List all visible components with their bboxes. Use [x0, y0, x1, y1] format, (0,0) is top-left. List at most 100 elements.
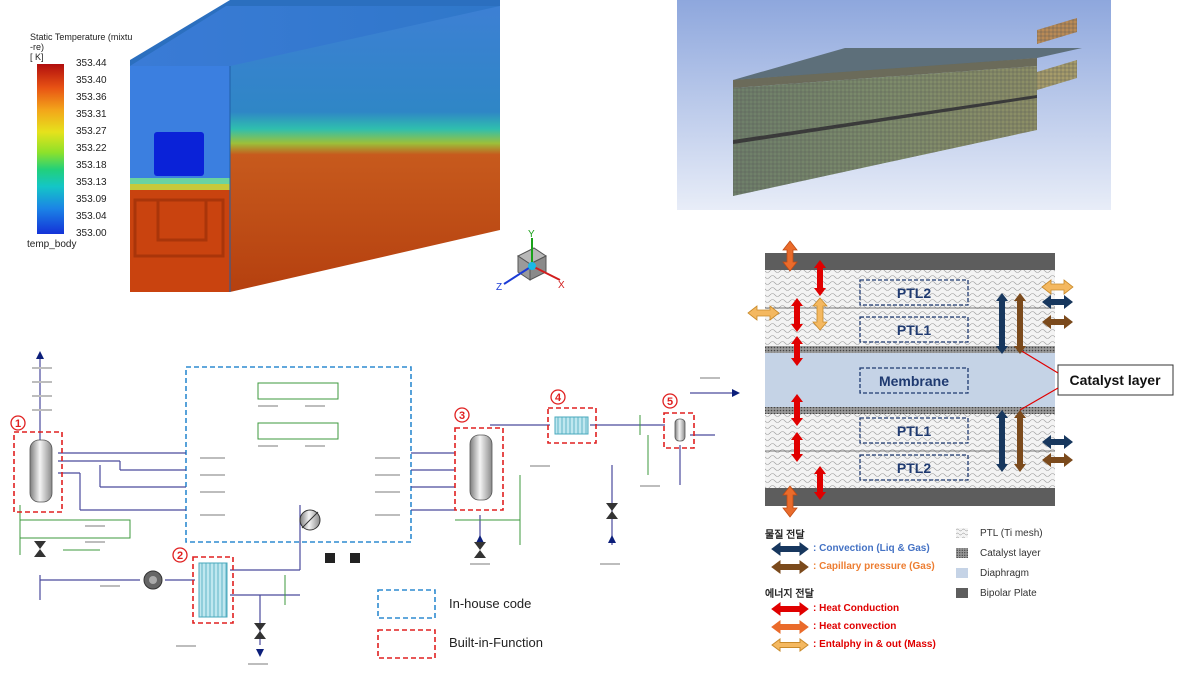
legend-tick: 353.13 [76, 177, 107, 188]
layer-label-ptl1-bottom: PTL1 [897, 423, 931, 439]
built-in-box-5 [663, 412, 695, 449]
material-label-diaphragm: Diaphragm [980, 568, 1029, 579]
mass-legend-row: : Convection (Liq & Gas) [765, 542, 965, 556]
builtin-legend-label: Built-in-Function [449, 635, 543, 650]
capillary-horizontal-top [1042, 315, 1073, 329]
material-legend: PTL (Ti mesh) Catalyst layer Diaphragm B… [956, 524, 1096, 604]
number-2: 2 [177, 550, 183, 562]
layer-label-box: PTL2 PTL1 Membrane PTL1 PTL2 [859, 279, 969, 481]
legend-tick: 353.40 [76, 75, 107, 86]
mesh-block-top [733, 48, 1082, 80]
legend-title-line-1: Static Temperature (mixtu [30, 32, 133, 42]
inhouse-legend-swatch [377, 589, 436, 619]
heat-conduction-arrows [791, 260, 826, 500]
catalyst-layer-bottom [765, 407, 1055, 414]
capillary-vertical-top [1014, 293, 1026, 354]
number-1: 1 [15, 418, 21, 430]
material-swatch-catalyst [956, 548, 968, 558]
legend-title-line-3: [ K] [30, 52, 44, 62]
energy-legend-arrow-icon [771, 620, 809, 634]
separator-5 [674, 418, 686, 442]
vessel-1 [29, 439, 53, 503]
mass-legend-label: : Convection (Liq & Gas) [813, 543, 930, 554]
legend-tick: 353.22 [76, 143, 107, 154]
vessel-3 [469, 434, 493, 501]
catalyst-layer-top [765, 346, 1055, 353]
layer-schematic: PTL2 PTL1 Membrane PTL1 PTL2 Catalyst la… [747, 240, 1174, 518]
legend-tick: 353.00 [76, 228, 107, 239]
energy-legend-arrow-icon [771, 638, 809, 652]
material-label-ptl: PTL (Ti mesh) [980, 528, 1043, 539]
enthalpy-right [1041, 279, 1074, 295]
mass-legend-arrow-icon [771, 560, 809, 574]
transfer-legend: 물질 전달 : Convection (Liq & Gas) : Capillar… [765, 522, 965, 662]
legend-tick: 353.36 [76, 92, 107, 103]
legend-footer: temp_body [27, 239, 77, 250]
heat-convection-bottom [782, 485, 798, 518]
built-in-box-4 [547, 407, 597, 444]
green-loops [19, 382, 649, 605]
number-4: 4 [555, 392, 562, 404]
legend-title-line-2: -re) [30, 42, 44, 52]
material-label-catalyst: Catalyst layer [980, 548, 1041, 559]
axis-y-label: Y [528, 229, 535, 240]
legend-tick: 353.27 [76, 126, 107, 137]
mass-transfer-title: 물질 전달 [765, 530, 805, 541]
block-side-face [230, 6, 500, 292]
convection-vertical-bottom [996, 410, 1008, 472]
legend-tick: 353.04 [76, 211, 107, 222]
stream-tags [32, 367, 720, 665]
material-swatch-bipolar [956, 588, 968, 598]
temperature-color-bar [37, 64, 64, 234]
number-3: 3 [459, 410, 465, 422]
material-swatch-ptl [956, 528, 968, 538]
display-icons [325, 553, 360, 563]
inhouse-legend-label: In-house code [449, 596, 531, 611]
cfd-block-3d [130, 0, 500, 292]
layer-label-ptl1-top: PTL1 [897, 322, 931, 338]
built-in-box-2 [192, 556, 234, 624]
material-label-bipolar: Bipolar Plate [980, 588, 1037, 599]
process-pipes [39, 355, 735, 645]
mass-legend-row: : Capillary pressure (Gas) [765, 560, 965, 574]
built-in-box-3 [454, 427, 504, 511]
mass-legend-label: : Capillary pressure (Gas) [813, 561, 935, 572]
enthalpy-left [747, 305, 780, 321]
legend-tick: 353.31 [76, 109, 107, 120]
energy-legend-label: : Entalphy in & out (Mass) [813, 639, 936, 650]
energy-legend-row: : Heat convection [765, 620, 965, 634]
energy-legend-label: : Heat convection [813, 621, 897, 632]
legend-title: Static Temperature (mixtu -re) [ K] [30, 32, 155, 62]
catalyst-callout-text: Catalyst layer [1069, 372, 1161, 388]
energy-legend-row: : Entalphy in & out (Mass) [765, 638, 965, 652]
capillary-vertical-bottom [1014, 410, 1026, 472]
catalyst-callout-box [1057, 364, 1174, 396]
convection-horizontal-top [1042, 295, 1073, 309]
heat-convection-top [782, 240, 798, 272]
membrane-layer [765, 353, 1055, 407]
valves [34, 503, 618, 639]
layer-label-ptl2-top: PTL2 [897, 285, 931, 301]
built-in-box-1 [13, 431, 63, 513]
heat-exchanger-2 [198, 562, 228, 618]
capillary-horizontal-bottom [1042, 453, 1073, 467]
mass-legend-arrow-icon [771, 542, 809, 556]
bipolar-plate-bottom [765, 488, 1055, 506]
bipolar-plate-top [765, 253, 1055, 270]
process-flow-diagram: 1 3 4 5 2 In-hou [10, 351, 740, 665]
legend-tick: 353.18 [76, 160, 107, 171]
axis-triad: Y X Z [496, 229, 565, 293]
layer-label-ptl2-bottom: PTL2 [897, 460, 931, 476]
convection-vertical-top [996, 293, 1008, 354]
number-5: 5 [667, 396, 673, 408]
axis-z-label: Z [496, 282, 502, 293]
builtin-legend-swatch [377, 629, 436, 659]
cfd-temperature-panel: Static Temperature (mixtu -re) [ K] 353.… [0, 0, 565, 300]
convection-horizontal-bottom [1042, 435, 1073, 449]
energy-legend-arrow-icon [771, 602, 809, 616]
heat-exchanger-4 [554, 416, 589, 435]
axis-x-label: X [558, 280, 565, 291]
energy-legend-row: : Heat Conduction [765, 602, 965, 616]
temperature-legend: Static Temperature (mixtu -re) [ K] 353.… [0, 0, 132, 260]
energy-transfer-title: 에너지 전달 [765, 589, 814, 600]
